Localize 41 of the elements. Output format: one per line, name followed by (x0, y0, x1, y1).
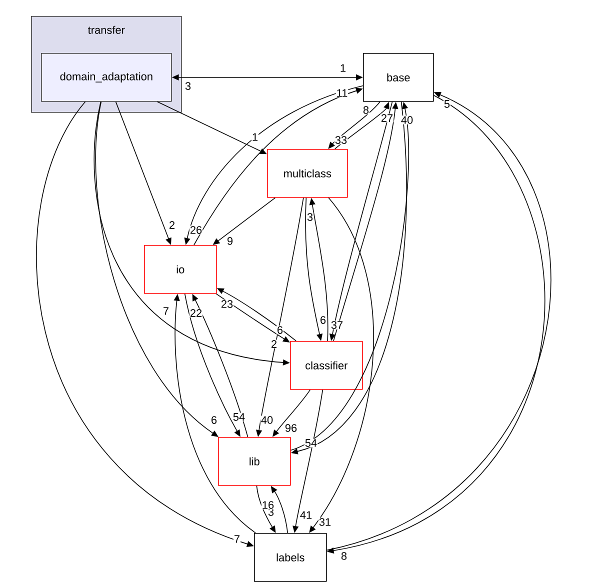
edge-label: 96 (284, 424, 298, 432)
edge-label: 33 (334, 136, 348, 144)
folder-box: multiclass (267, 149, 348, 198)
edge-label: 54 (304, 438, 318, 448)
folder-box: classifier (290, 341, 363, 390)
edge-label: 2 (168, 220, 176, 230)
edge-label: 31 (318, 518, 332, 526)
edge-label: 37 (330, 320, 344, 330)
edge-label: 5 (443, 100, 451, 108)
arrow (328, 101, 380, 149)
edge-label: 8 (340, 552, 348, 560)
edge-label: 40 (400, 116, 414, 124)
edge-label: 9 (226, 236, 234, 246)
edge-label: 22 (189, 308, 203, 318)
folder-box: domain_adaptation (41, 53, 172, 102)
edge-label: 27 (380, 114, 394, 122)
edge-label: 16 (261, 500, 275, 510)
count-label: 3 (184, 82, 192, 90)
folder-box: base (363, 53, 434, 102)
edge-label: 40 (260, 416, 274, 424)
arrow (184, 293, 240, 437)
edge-label: 2 (270, 340, 278, 348)
edge-label: 41 (299, 510, 313, 520)
edge-label: 11 (336, 88, 348, 98)
folder-box: io (144, 245, 217, 294)
edge-label: 1 (339, 64, 347, 72)
edge-label: 3 (306, 212, 314, 222)
arrow (256, 485, 276, 533)
edge-label: 6 (276, 326, 284, 334)
edge-label: 1 (251, 132, 259, 142)
folder-box: lib (218, 437, 291, 486)
edge-label: 7 (162, 306, 170, 316)
edge-label: 26 (189, 226, 203, 234)
edge-label: 7 (233, 534, 241, 544)
edge-label: 6 (210, 416, 218, 424)
folder-box: labels (254, 533, 327, 582)
edge-label: 54 (232, 412, 246, 422)
edge-label: 23 (220, 300, 234, 308)
arrow (309, 197, 374, 533)
edge-label: 6 (319, 316, 327, 324)
edge-label: 8 (362, 106, 370, 114)
